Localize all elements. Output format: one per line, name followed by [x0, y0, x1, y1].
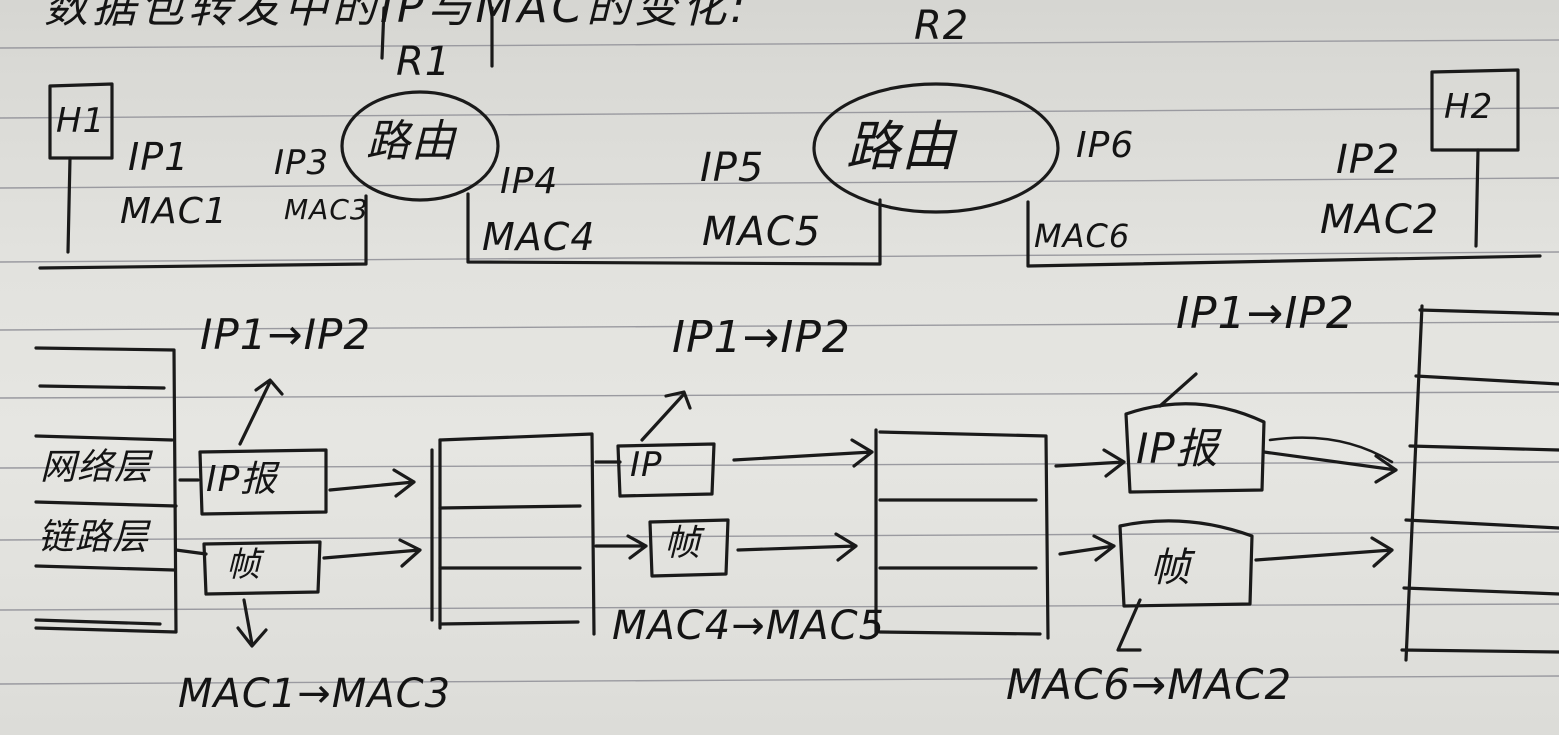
- ip-packet-box-3: [1124, 402, 1266, 494]
- r2-right-ip: IP6: [1076, 125, 1135, 166]
- host-h2-stem: [1474, 148, 1480, 248]
- r2-right-mac: MAC6: [1034, 217, 1131, 255]
- layer-network-label: 网络层: [40, 447, 152, 488]
- frame-box-3: [1118, 519, 1254, 608]
- router-r2-name: R2: [914, 3, 970, 49]
- flow-arrows: [174, 372, 1398, 652]
- heading-tick: [380, 6, 386, 60]
- unit-ip-packet-3: IP报: [1136, 424, 1219, 473]
- hop1-ip-change: IP1→IP2: [200, 310, 372, 359]
- router-r1-name: R1: [396, 39, 452, 85]
- r1-left-ip: IP3: [274, 143, 330, 183]
- h1-ip: IP1: [128, 135, 190, 179]
- hop2-mac-change: MAC4→MAC5: [612, 603, 886, 649]
- ip-box-2: [616, 442, 716, 498]
- h2-mac: MAC2: [1320, 197, 1440, 243]
- r1-left-mac: MAC3: [284, 193, 369, 226]
- r1-right-mac: MAC4: [482, 215, 596, 259]
- link-r1-r2: [466, 192, 882, 266]
- unit-ip-2: IP: [630, 445, 663, 485]
- host-h2-name: H2: [1444, 87, 1494, 127]
- stack-h2: [1400, 304, 1559, 662]
- stack-r2: [874, 428, 1050, 640]
- ip-packet-box-1: [198, 448, 328, 516]
- hop1-mac-change: MAC1→MAC3: [178, 671, 452, 717]
- unit-ip-packet-1: IP报: [206, 459, 278, 500]
- frame-box-2: [648, 518, 730, 578]
- r1-right-ip: IP4: [500, 161, 559, 202]
- link-h1-r1: [38, 194, 368, 270]
- router-r1-shape: [340, 90, 500, 202]
- hop3-mac-change: MAC6→MAC2: [1006, 660, 1293, 709]
- host-h1-box: [48, 82, 114, 160]
- layer-link-label: 链路层: [38, 517, 150, 558]
- ruled-lines: [0, 39, 1559, 685]
- r2-left-mac: MAC5: [702, 209, 822, 255]
- router-r2-label: 路由: [846, 115, 956, 178]
- unit-frame-2: 帧: [664, 523, 702, 564]
- h2-ip: IP2: [1336, 137, 1401, 183]
- r2-left-ip: IP5: [700, 145, 765, 191]
- stack-h1: [34, 346, 178, 634]
- hop2-ip-change: IP1→IP2: [672, 312, 851, 363]
- link-r2-h2: [1026, 200, 1542, 268]
- unit-frame-3: 帧: [1150, 545, 1191, 591]
- stack-r1: [430, 432, 596, 636]
- hop3-ip-change: IP1→IP2: [1176, 288, 1355, 339]
- router-r2-shape: [812, 82, 1060, 214]
- host-h1-name: H1: [56, 101, 106, 141]
- unit-frame-1: 帧: [226, 545, 261, 585]
- frame-box-1: [202, 540, 322, 596]
- host-h2-box: [1430, 68, 1520, 152]
- router-r1-label: 路由: [366, 116, 456, 167]
- host-h1-stem: [66, 156, 72, 254]
- heading: 数据包转发中的IP与MAC的变化:: [44, 0, 750, 33]
- h1-mac: MAC1: [120, 191, 228, 232]
